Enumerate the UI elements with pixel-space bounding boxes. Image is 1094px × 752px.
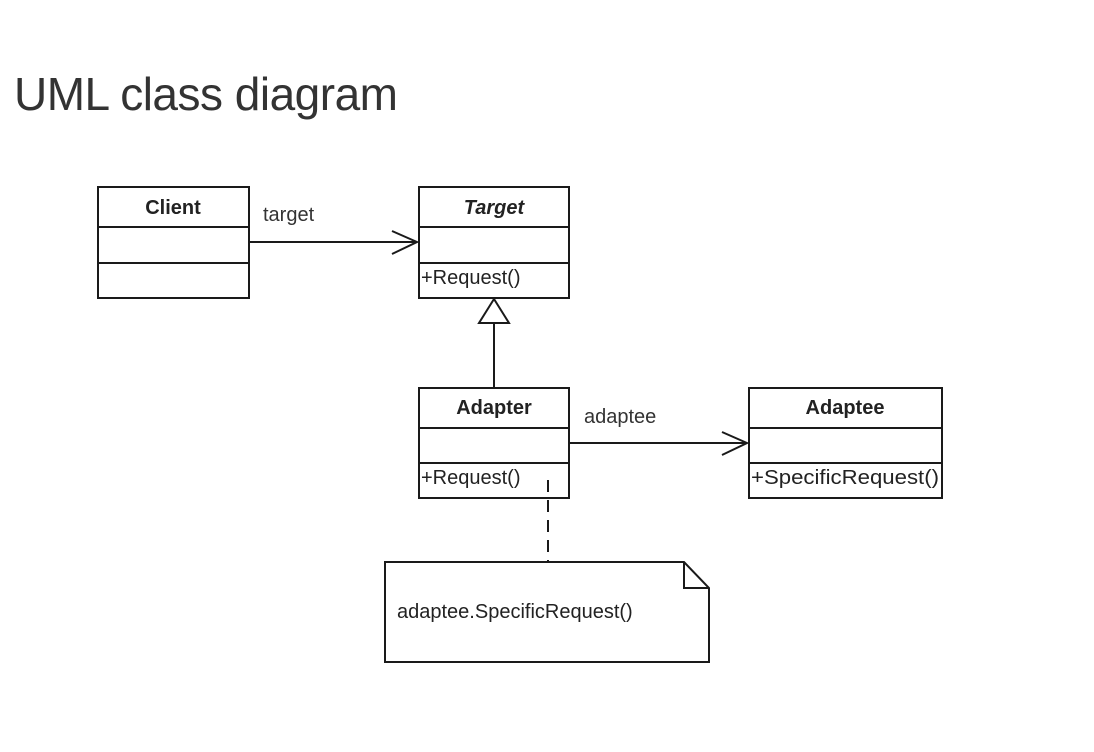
class-adapter-box bbox=[418, 387, 570, 499]
class-client-box bbox=[97, 186, 250, 299]
association-client-target: target bbox=[249, 204, 420, 255]
class-adaptee-box bbox=[748, 387, 943, 499]
note-folded-corner bbox=[683, 562, 709, 589]
class-adapter-name: Adapter bbox=[456, 397, 532, 419]
class-adaptee: Adaptee +SpecificRequest() bbox=[748, 387, 943, 499]
class-adaptee-name: Adaptee bbox=[806, 397, 885, 419]
class-adapter: Adapter +Request() bbox=[418, 387, 570, 499]
generalization-adapter-target bbox=[477, 297, 511, 388]
class-client: Client bbox=[97, 186, 250, 299]
class-client-name: Client bbox=[145, 197, 201, 219]
association-adapter-adaptee-label: adaptee bbox=[584, 406, 656, 428]
association-client-target-arrowhead bbox=[391, 230, 420, 255]
class-target: Target +Request() bbox=[418, 186, 570, 299]
class-target-name: Target bbox=[464, 197, 526, 219]
note: adaptee.SpecificRequest() bbox=[384, 561, 710, 663]
class-target-operation: +Request() bbox=[421, 267, 521, 289]
association-client-target-label: target bbox=[263, 204, 315, 226]
association-adapter-adaptee-arrowhead bbox=[721, 431, 750, 456]
class-adaptee-operation: +SpecificRequest() bbox=[751, 467, 939, 489]
generalization-triangle-arrowhead bbox=[477, 297, 511, 324]
note-shape bbox=[384, 561, 710, 663]
association-adapter-adaptee: adaptee bbox=[569, 406, 750, 456]
page-title: UML class diagram bbox=[14, 68, 398, 120]
class-adapter-operation: +Request() bbox=[421, 467, 521, 489]
note-text: adaptee.SpecificRequest() bbox=[397, 601, 633, 623]
